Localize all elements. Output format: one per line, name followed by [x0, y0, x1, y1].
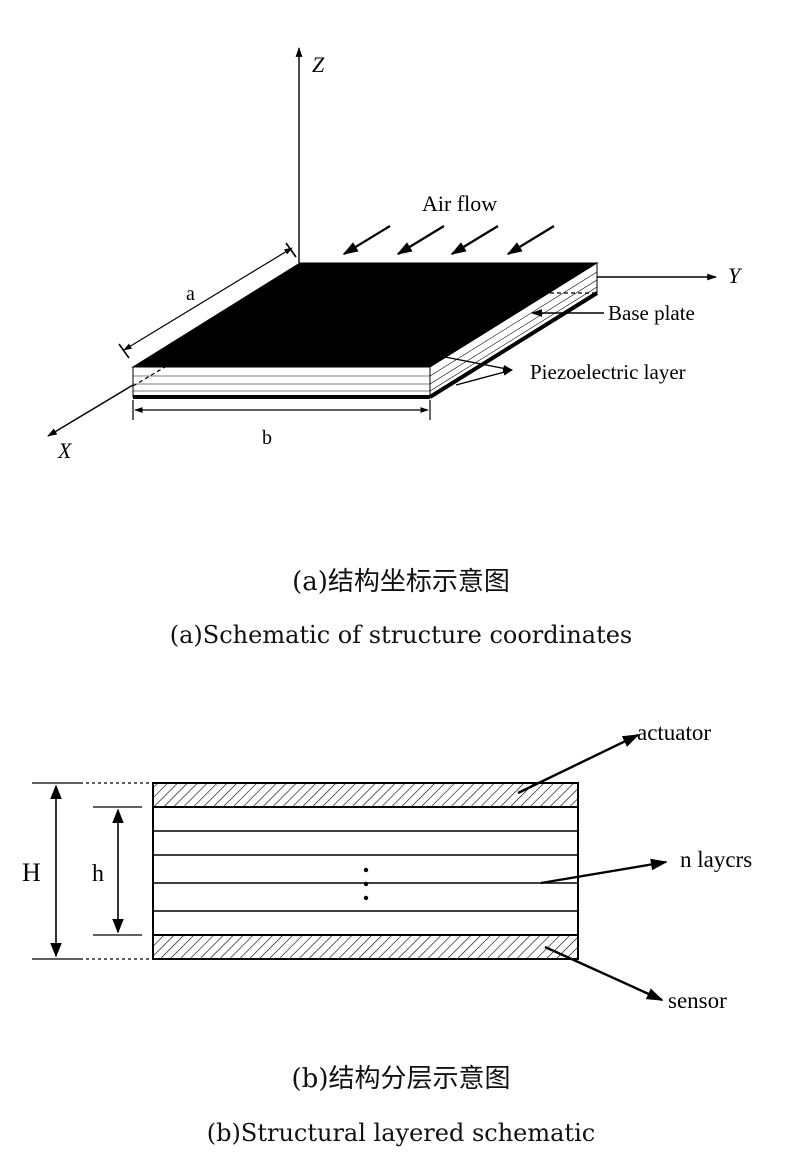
- side-layer-line: [429, 286, 598, 392]
- diagram-a: Z Y X a b Air flow: [47, 47, 743, 649]
- z-axis-label: Z: [312, 52, 325, 77]
- plate-front-face: [132, 366, 431, 398]
- x-axis: [47, 384, 134, 437]
- air-flow-label: Air flow: [422, 191, 497, 216]
- n-layers-label: n laycrs: [680, 847, 752, 872]
- piezo-pointer: [444, 356, 513, 372]
- diagram-b: H h actuator n laycrs sensor (b)结构分层示意图 …: [22, 720, 752, 1147]
- sensor-pointer: [544, 945, 664, 1002]
- ellipsis-dot: [363, 881, 369, 887]
- dimension-a-tick: [285, 242, 297, 258]
- dimension-a-tick: [118, 343, 130, 359]
- dimension-h-label: h: [92, 861, 104, 887]
- y-axis-label: Y: [728, 263, 743, 288]
- dimension-a-label: a: [186, 283, 195, 305]
- ellipsis-dot: [363, 867, 369, 873]
- air-flow-arrow: [506, 225, 555, 255]
- side-layer-line: [429, 271, 598, 377]
- actuator-pointer: [517, 733, 640, 795]
- dimension-a-line: [123, 247, 293, 351]
- actuator-label: actuator: [637, 720, 711, 745]
- x-axis-label: X: [57, 438, 73, 463]
- base-plate-label: Base plate: [608, 301, 695, 325]
- sensor-label: sensor: [668, 988, 727, 1013]
- air-flow-arrow: [396, 225, 445, 255]
- n-layers-pointer: [540, 858, 668, 885]
- sensor-layer: [152, 934, 579, 960]
- piezo-label: Piezoelectric layer: [530, 360, 686, 384]
- dimension-b-label: b: [262, 427, 272, 449]
- ellipsis-dot: [363, 895, 369, 901]
- piezo-pointer: [455, 368, 513, 386]
- actuator-layer: [152, 782, 579, 808]
- air-flow-arrow: [450, 225, 499, 255]
- side-layer-line: [429, 279, 598, 385]
- plate-side-bottom-edge: [428, 291, 599, 399]
- caption-b-chinese: (b)结构分层示意图: [292, 1064, 511, 1094]
- air-flow-arrow: [342, 225, 391, 255]
- caption-b-english: (b)Structural layered schematic: [207, 1119, 595, 1147]
- caption-a-chinese: (a)结构坐标示意图: [292, 567, 510, 597]
- dimension-H-label: H: [22, 858, 41, 887]
- caption-a-english: (a)Schematic of structure coordinates: [170, 621, 633, 649]
- hidden-edge: [132, 363, 171, 387]
